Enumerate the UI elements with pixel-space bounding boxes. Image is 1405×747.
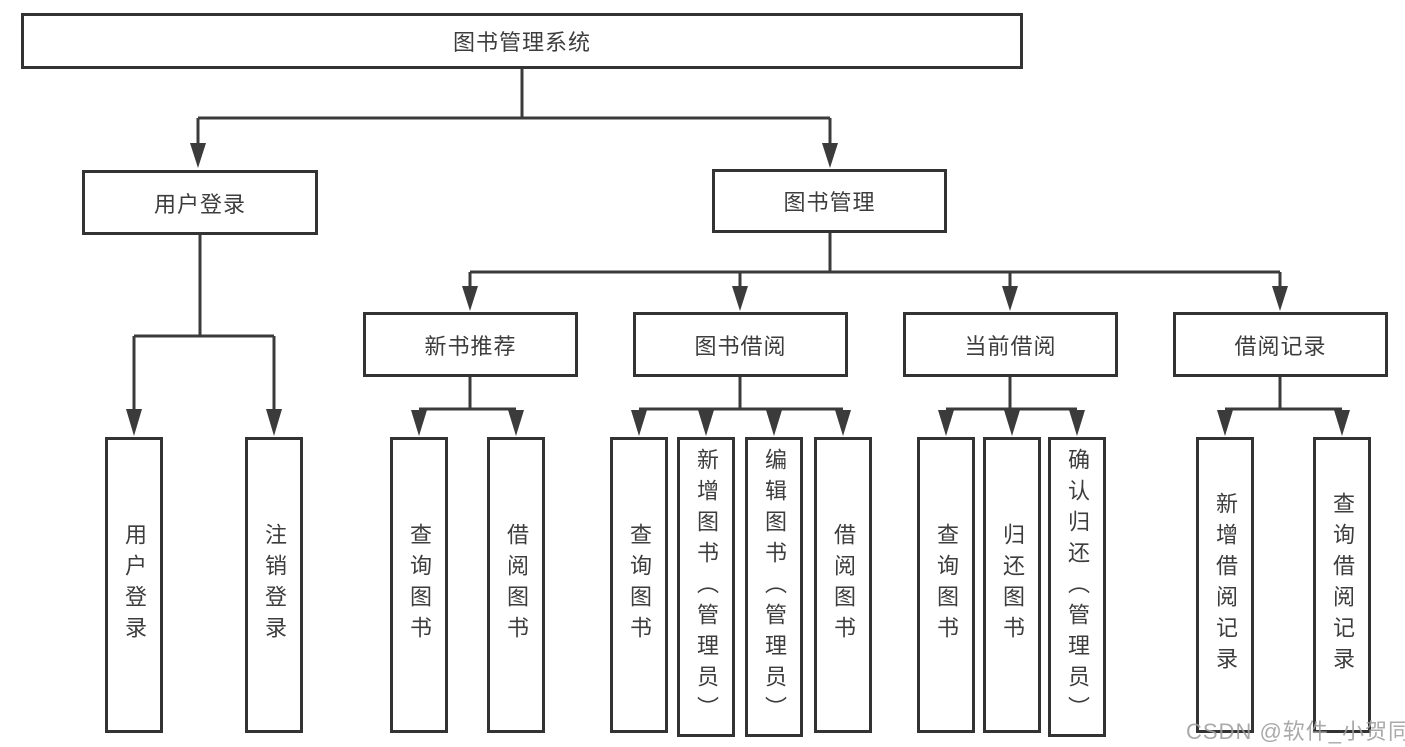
edge-bookmgmt-to-level3 <box>468 233 1282 289</box>
leaf-query-book-borrow: 查询图书 <box>610 437 668 733</box>
edge-root-to-level2 <box>196 69 832 146</box>
edge-currentborrow-to-leaves <box>946 377 1077 411</box>
edge-bookborrow-to-leaves <box>639 377 843 411</box>
node-book-borrow: 图书借阅 <box>633 312 848 377</box>
node-new-book-rec: 新书推荐 <box>363 312 578 377</box>
node-current-borrow: 当前借阅 <box>903 312 1118 377</box>
leaf-borrow-book-borrow: 借阅图书 <box>814 437 872 733</box>
edge-newbookrec-to-leaves <box>419 377 516 411</box>
csdn-watermark: CSDN @软件_小贺同学 <box>1186 719 1405 744</box>
leaf-add-book-admin: 新增图书（管理员） <box>677 437 735 737</box>
leaf-add-borrow-record: 新增借阅记录 <box>1196 437 1254 733</box>
leaf-user-login: 用户登录 <box>105 437 163 733</box>
arrowheads <box>126 143 1350 436</box>
leaf-logout: 注销登录 <box>245 437 303 733</box>
node-borrow-record: 借阅记录 <box>1173 312 1388 377</box>
leaf-borrow-book-newrec: 借阅图书 <box>487 437 545 733</box>
leaf-return-book: 归还图书 <box>983 437 1041 733</box>
node-user-login: 用户登录 <box>82 170 318 235</box>
leaf-query-borrow-record: 查询借阅记录 <box>1313 437 1371 733</box>
leaf-edit-book-admin: 编辑图书（管理员） <box>745 437 803 737</box>
leaf-query-book-newrec: 查询图书 <box>390 437 448 733</box>
leaf-confirm-return-admin: 确认归还（管理员） <box>1048 437 1106 737</box>
leaf-query-book-current: 查询图书 <box>917 437 975 733</box>
node-book-mgmt: 图书管理 <box>712 169 947 233</box>
edge-borrowrecord-to-leaves <box>1225 377 1342 411</box>
edge-userlogin-to-leaves <box>132 235 276 412</box>
node-root: 图书管理系统 <box>21 13 1023 69</box>
